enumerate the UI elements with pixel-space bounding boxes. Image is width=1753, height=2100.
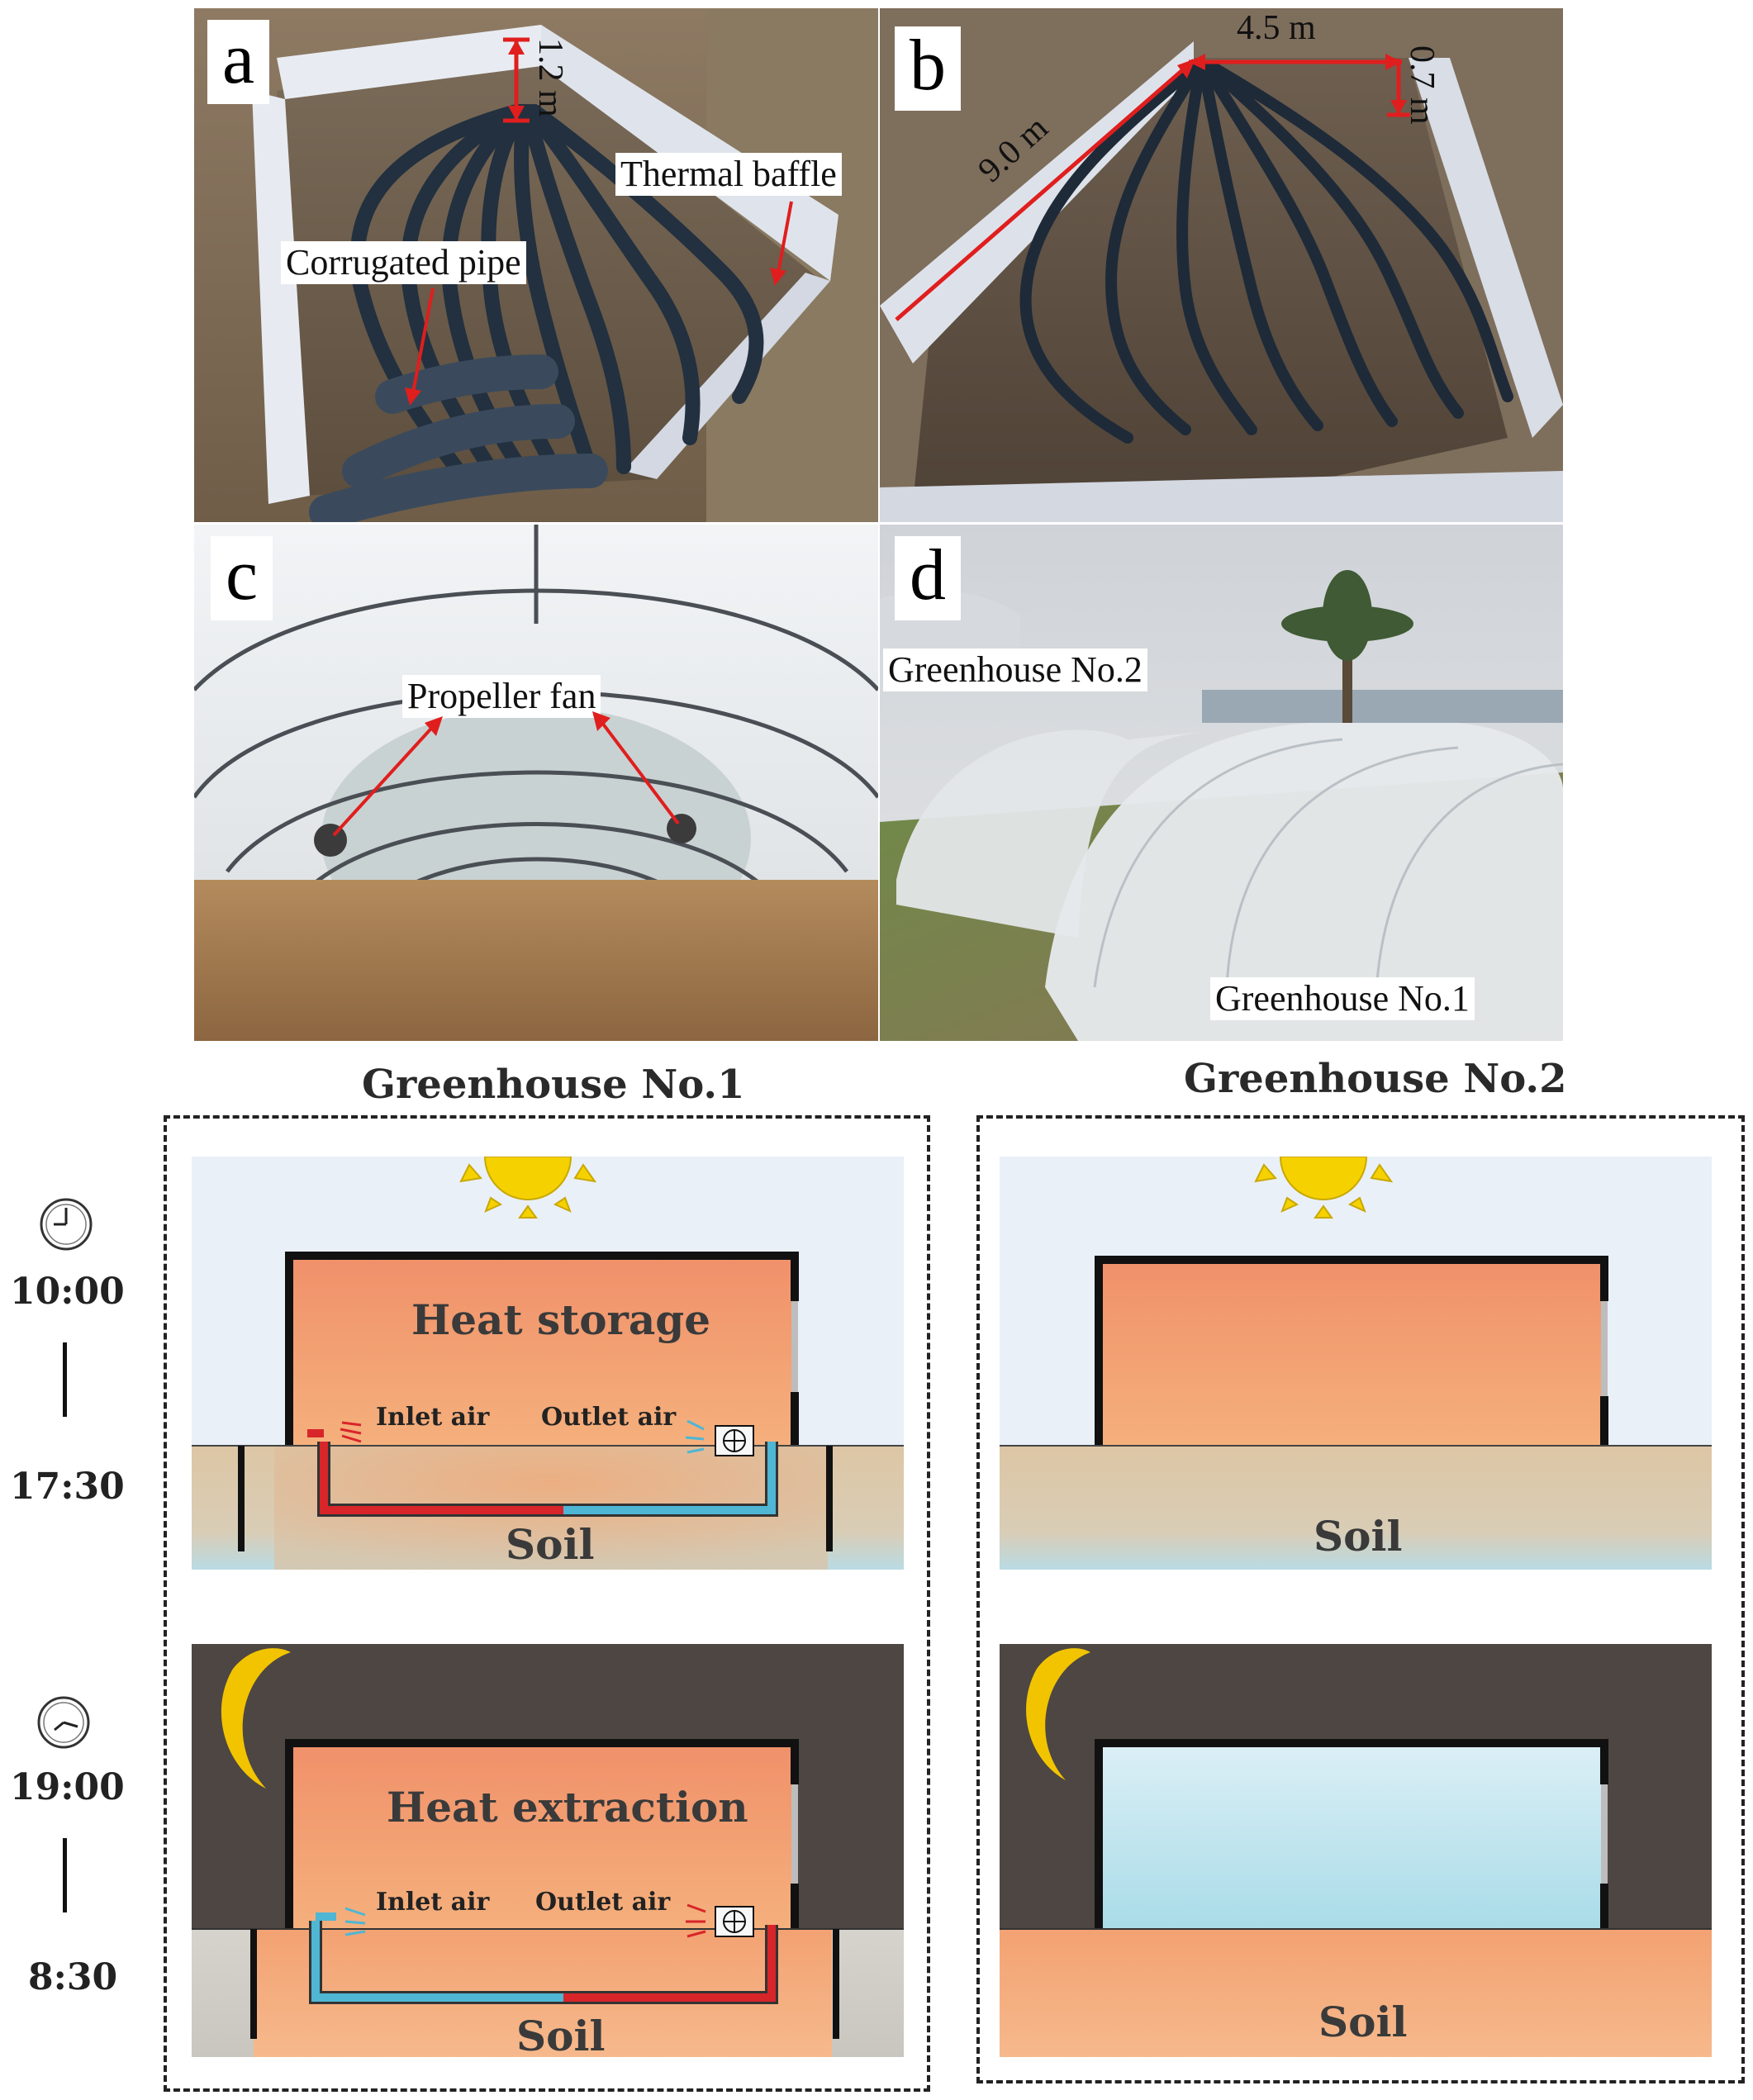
label-inlet-air-night: Inlet air: [376, 1888, 490, 1917]
dimension-label-1-2m: 1.2 m: [531, 38, 569, 117]
callout-greenhouse-1: Greenhouse No.1: [1210, 977, 1475, 1020]
photo-panel-c: c Propeller fan: [194, 525, 878, 1041]
dimension-arrow-1-2m: [503, 37, 530, 123]
clock-icon-day: [40, 1198, 93, 1251]
dashed-frame-greenhouse-2: [976, 1115, 1745, 2083]
label-soil-gh2-day: Soil: [1314, 1512, 1403, 1561]
label-outlet-air-day: Outlet air: [541, 1403, 677, 1432]
time-day-end: 17:30: [10, 1466, 125, 1508]
arrow-corrugated-pipe: [405, 287, 435, 406]
time-day-divider: [63, 1342, 67, 1417]
sun-icon: [459, 1157, 597, 1219]
callout-propeller-fan: Propeller fan: [402, 675, 601, 718]
dimension-arrow-0-7m: [1387, 59, 1410, 117]
label-soil-gh1-day: Soil: [506, 1520, 595, 1569]
callout-corrugated-pipe: Corrugated pipe: [281, 241, 526, 284]
photo-panel-b: b 4.5 m 0.7 m 9.0 m: [880, 8, 1563, 522]
panel-label-c: c: [211, 536, 273, 620]
label-inlet-air-day: Inlet air: [376, 1403, 490, 1432]
gh1-day-scene: [192, 1157, 904, 1570]
time-day-start: 10:00: [10, 1271, 125, 1313]
photo-c-image: [194, 525, 878, 1041]
label-heat-extraction: Heat extraction: [387, 1783, 748, 1832]
photo-panel-d: d Greenhouse No.2 Greenhouse No.1: [880, 525, 1563, 1041]
photo-b-image: [880, 8, 1563, 522]
dimension-arrow-4-5m: [1189, 54, 1402, 70]
time-night-divider: [63, 1838, 67, 1912]
arrow-propeller-fan-right: [592, 711, 680, 825]
gh2-night-scene: [1000, 1644, 1712, 2057]
title-greenhouse-1: Greenhouse No.1: [362, 1062, 745, 1108]
label-soil-gh2-night: Soil: [1318, 1998, 1408, 2046]
panel-label-d: d: [895, 536, 961, 620]
callout-greenhouse-2: Greenhouse No.2: [883, 649, 1147, 691]
callout-thermal-baffle: Thermal baffle: [615, 153, 842, 196]
panel-label-a: a: [207, 20, 270, 104]
dimension-label-0-7m: 0.7 m: [1403, 45, 1441, 125]
moon-icon: [221, 1648, 291, 1789]
time-night-end: 8:30: [28, 1956, 118, 1998]
dimension-arrow-9-0m: [895, 59, 1195, 321]
dimension-label-4-5m: 4.5 m: [1237, 9, 1316, 47]
photo-a-image: [194, 8, 878, 522]
gh2-day-scene: [1000, 1157, 1712, 1570]
photo-d-image: [880, 525, 1563, 1041]
label-soil-gh1-night: Soil: [516, 2012, 606, 2060]
label-heat-storage: Heat storage: [411, 1295, 711, 1344]
title-greenhouse-2: Greenhouse No.2: [1184, 1056, 1567, 1102]
gh1-night-scene: [192, 1644, 904, 2057]
arrow-propeller-fan-left: [332, 716, 443, 837]
clock-icon-night: [37, 1696, 90, 1749]
sun-icon: [1254, 1157, 1394, 1219]
arrow-thermal-baffle: [770, 201, 793, 286]
photo-panel-a: a 1.2 m Thermal baffle Corrugated pipe: [194, 8, 878, 522]
dashed-frame-greenhouse-1: [164, 1115, 930, 2092]
time-night-start: 19:00: [10, 1766, 125, 1808]
label-outlet-air-night: Outlet air: [535, 1888, 671, 1917]
panel-label-b: b: [895, 26, 961, 111]
moon-icon: [1026, 1648, 1090, 1780]
